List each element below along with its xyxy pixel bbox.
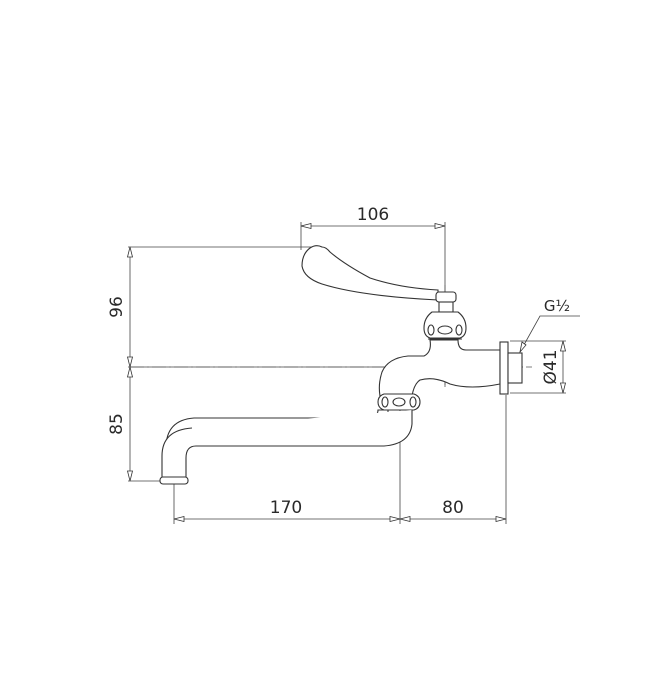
dim-lever-reach: 106 xyxy=(357,205,389,225)
faucet-body xyxy=(159,245,523,485)
dim-lever-height: 96 xyxy=(107,296,127,318)
dimension-labels: 106 96 85 170 80 Ø41 G½ xyxy=(107,205,570,518)
dim-spout-drop: 85 xyxy=(107,413,127,435)
lever-handle xyxy=(301,245,439,301)
dim-thread: G½ xyxy=(544,297,570,315)
dim-flange-diameter: Ø41 xyxy=(541,349,561,384)
dim-body-depth: 80 xyxy=(442,498,464,518)
dim-spout-reach: 170 xyxy=(270,498,302,518)
dimension-lines xyxy=(126,222,580,523)
